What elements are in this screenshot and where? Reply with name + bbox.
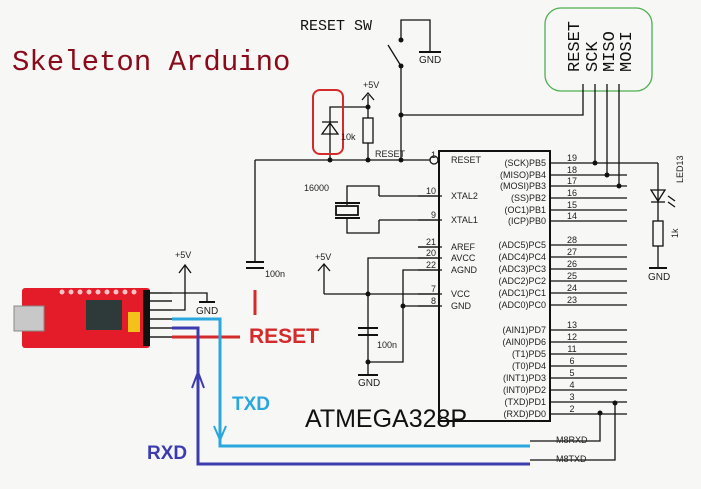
ftdi-usb-serial-board [13,288,172,348]
chip-left-pin-name: AREF [451,242,476,252]
chip-right-pin-number: 28 [567,235,577,245]
chip-left-pin-name: AVCC [451,253,476,263]
isp-pin-miso: MISO [601,31,620,72]
serial-nets [530,400,618,461]
led13-label: LED13 [675,155,685,183]
cap-reset-label: 100n [265,269,285,279]
chip-left-pin-name: GND [451,301,472,311]
chip-left-pin-number: 8 [431,296,436,306]
reset-network [246,89,439,269]
vcc-label-ftdi: +5V [175,250,191,260]
chip-right-pin-name: (ADC2)PC2 [498,276,546,286]
chip-right-pin-number: 2 [569,404,574,414]
chip-left-pin-number: 7 [431,284,436,294]
chip-right-pin-name: (SS)PB2 [511,193,546,203]
chip-right-pin-number: 15 [567,200,577,210]
chip-right-pin-name: (INT1)PD3 [503,373,546,383]
chip-right-pin-number: 23 [567,295,577,305]
chip-right-pin-number: 5 [569,368,574,378]
chip-right-pin-name: (TXD)PD1 [504,397,546,407]
reset-switch-label: RESET SW [300,18,372,35]
chip-left-pin-name: XTAL2 [451,191,478,201]
chip-right-pin-name: (AIN1)PD7 [502,325,546,335]
chip-left-pin-number: 9 [431,210,436,220]
chip-right-pin-number: 17 [567,176,577,186]
diode-highlight [312,89,344,155]
resistor-10k-label: 10k [341,132,356,142]
isp-wires [398,84,620,186]
chip-left-pin-number: 21 [426,237,436,247]
isp-header-box [544,7,653,92]
chip-right-pin-name: (T1)PD5 [512,349,546,359]
chip-right-pin-number: 14 [567,211,577,221]
net-m8txd-label: M8TXD [556,454,587,464]
chip-left-pin-number: 20 [426,248,436,258]
chip-right-pin-name: (SCK)PB5 [504,158,546,168]
chip-left-pin-number: 22 [426,260,436,270]
chip-right-pin-number: 27 [567,247,577,257]
rxd-wire-label: RXD [147,443,187,464]
chip-left-pin-name: VCC [451,289,471,299]
chip-right-pin-number: 24 [567,283,577,293]
chip-right-pin-name: (ADC5)PC5 [498,240,546,250]
crystal-label: 16000 [304,183,329,193]
gnd-label-switch: GND [419,55,441,66]
chip-right-pin-number: 16 [567,188,577,198]
chip-left-pin-number: 1 [431,150,436,160]
chip-right-pin-name: (ICP)PB0 [508,216,546,226]
reset-wire-label: RESET [249,325,319,348]
chip-right-pin-number: 11 [567,344,576,354]
chip-left-pin-name: RESET [451,155,482,165]
isp-bus-dots [550,160,658,189]
chip-right-pin-name: (RXD)PD0 [503,409,546,419]
chip-right-pin-number: 3 [569,392,574,402]
gnd-label-led: GND [648,272,670,283]
isp-pin-reset: RESET [566,21,585,72]
chip-right-pin-name: (OC1)PB1 [504,205,546,215]
chip-right-pin-name: (ADC3)PC3 [498,264,546,274]
chip-right-pin-number: 13 [567,320,577,330]
chip-right-pin-number: 12 [567,332,577,342]
chip-right-pin-name: (ADC0)PC0 [498,300,546,310]
chip-right-pin-name: (INT0)PD2 [503,385,546,395]
txd-wire-label: TXD [232,394,270,415]
txd-wire [172,317,530,448]
ftdi-power-wires [172,263,215,311]
reset-switch [387,19,441,160]
chip-right-pin-name: (ADC1)PC1 [498,288,546,298]
net-m8rxd-label: M8RXD [556,435,588,445]
chip-left-pin-number: 10 [426,186,436,196]
chip-left-pin-name: AGND [451,265,478,275]
isp-pin-mosi: MOSI [618,31,637,72]
vcc-label-chip: +5V [315,252,331,262]
reset-net-label: RESET [375,149,406,159]
gnd-label-chip: GND [358,378,380,389]
chip-right-pin-number: 25 [567,271,577,281]
chip-right-pin-number: 6 [569,356,574,366]
chip-name: ATMEGA328P [305,405,467,433]
gnd-label-ftdi: GND [196,306,218,317]
chip-right-pin-name: (AIN0)PD6 [502,337,546,347]
chip-right-pin-name: (MOSI)PB3 [500,181,546,191]
rxd-wire [172,326,530,466]
vcc-label-reset: +5V [363,80,379,90]
chip-right-pin-name: (MISO)PB4 [500,170,546,180]
txd-arrow-icon [213,425,227,443]
isp-pin-sck: SCK [584,41,603,72]
chip-left-pin-name: XTAL1 [451,215,478,225]
cap-vcc-label: 100n [377,340,397,350]
diagram-title: Skeleton Arduino [12,46,290,79]
chip-right-pin-name: (T0)PD4 [512,361,546,371]
chip-right-pin-number: 19 [567,153,577,163]
power-network [317,246,442,376]
chip-right-pin-number: 18 [567,165,577,175]
resistor-1k-label: 1k [670,228,680,238]
chip-right-pin-name: (ADC4)PC4 [498,252,546,262]
chip-right-pin-number: 4 [569,380,574,390]
led13-circuit [649,163,676,269]
chip-right-pin-number: 26 [567,259,577,269]
rxd-arrow-icon [191,369,205,389]
